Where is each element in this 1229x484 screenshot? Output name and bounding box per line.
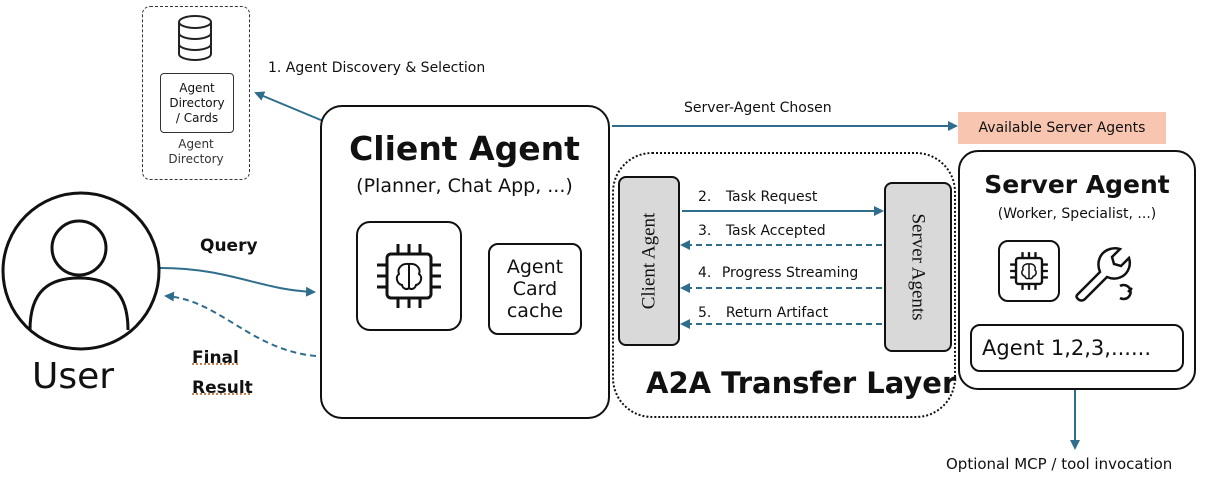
- server-chip-frame: [998, 240, 1060, 302]
- a2a-title: A2A Transfer Layer: [646, 366, 957, 400]
- user-label: User: [32, 356, 115, 397]
- ai-chip-icon: [377, 244, 441, 308]
- agents-list-box: Agent 1,2,3,......: [970, 324, 1184, 372]
- client-agent-subtitle: (Planner, Chat App, ...): [356, 175, 573, 197]
- ai-chip-icon: [1010, 252, 1048, 290]
- step-number: 2.: [698, 189, 712, 205]
- agent-card-cache: Agent Card cache: [488, 243, 582, 335]
- query-arrow: [159, 267, 316, 297]
- transfer-server-pillar: Server Agents: [884, 182, 952, 352]
- server-agent-subtitle: (Worker, Specialist, ...): [997, 206, 1157, 222]
- client-agent-title: Client Agent: [349, 129, 580, 168]
- discovery-label: 1. Agent Discovery & Selection: [268, 60, 486, 76]
- agent-directory-card: Agent Directory / Cards: [160, 73, 234, 133]
- a2a-transfer-layer: [612, 152, 956, 418]
- transfer-server-label: Server Agents: [908, 213, 929, 321]
- step-2: 2. Task Request: [698, 189, 817, 205]
- discovery-arrow: [254, 91, 329, 124]
- chosen-label: Server-Agent Chosen: [684, 100, 832, 116]
- server-agent-title: Server Agent: [984, 170, 1170, 199]
- step-4: 4. Progress Streaming: [698, 265, 858, 281]
- step-5: 5. Return Artifact: [698, 305, 828, 321]
- query-label: Query: [200, 236, 258, 256]
- client-agent-box: Client Agent (Planner, Chat App, ...) Ag…: [320, 105, 610, 419]
- step-text: Task Request: [725, 189, 818, 205]
- step-text: Task Accepted: [725, 223, 826, 239]
- server-agent-box: Server Agent (Worker, Specialist, ...) A…: [958, 150, 1196, 390]
- step-3: 3. Task Accepted: [698, 223, 826, 239]
- step-number: 5.: [698, 305, 712, 321]
- database-icon: [178, 15, 212, 61]
- agent-directory-panel: Agent Directory / Cards Agent Directory: [142, 6, 250, 180]
- transfer-client-pillar: Client Agent: [618, 176, 680, 346]
- agent-directory-caption: Agent Directory: [168, 137, 224, 166]
- step-number: 4.: [698, 265, 712, 281]
- final-label: Final: [192, 348, 239, 368]
- mcp-label: Optional MCP / tool invocation: [946, 455, 1173, 473]
- wrench-icon: [1075, 247, 1133, 302]
- step-number: 3.: [698, 223, 712, 239]
- transfer-client-label: Client Agent: [638, 212, 660, 310]
- step-text: Progress Streaming: [721, 265, 859, 281]
- step-text: Return Artifact: [725, 305, 829, 321]
- result-label: Result: [192, 378, 253, 398]
- ai-chip-frame: [356, 221, 462, 331]
- final-result-arrow: [164, 291, 317, 357]
- user-icon: [1, 191, 161, 351]
- available-server-agents: Available Server Agents: [958, 112, 1166, 144]
